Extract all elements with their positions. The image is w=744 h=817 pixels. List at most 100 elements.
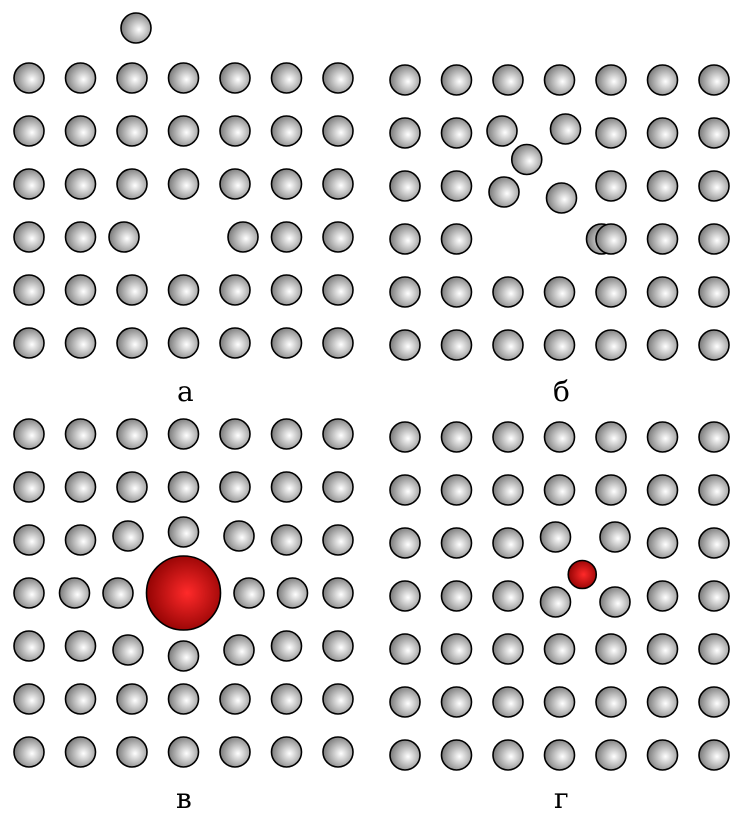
lattice-atom	[323, 525, 353, 555]
lattice-atom	[596, 118, 626, 148]
lattice-atom	[390, 277, 420, 307]
lattice-atom	[14, 222, 44, 252]
lattice-atom	[545, 634, 575, 664]
lattice-atom	[323, 472, 353, 502]
lattice-atom	[551, 114, 581, 144]
lattice-atom	[442, 224, 472, 254]
lattice-atom	[14, 631, 44, 661]
lattice-atom	[442, 330, 472, 360]
lattice-atom	[648, 171, 678, 201]
lattice-atom	[14, 472, 44, 502]
lattice-atom	[14, 737, 44, 767]
lattice-atom	[169, 275, 199, 305]
lattice-atom	[117, 328, 147, 358]
lattice-atom	[66, 169, 96, 199]
lattice-atom	[648, 687, 678, 717]
lattice-atom	[220, 169, 250, 199]
lattice-atom	[323, 63, 353, 93]
impurity-atom-large	[147, 556, 221, 630]
lattice-atom	[390, 581, 420, 611]
lattice-atom	[442, 740, 472, 770]
lattice-atom	[117, 472, 147, 502]
lattice-atom	[596, 740, 626, 770]
lattice-atom	[220, 116, 250, 146]
lattice-atom	[493, 687, 523, 717]
lattice-atom	[14, 419, 44, 449]
lattice-atom	[272, 275, 302, 305]
lattice-atom	[648, 528, 678, 558]
lattice-atom	[66, 737, 96, 767]
lattice-atom	[228, 222, 258, 252]
lattice-atom	[545, 687, 575, 717]
lattice-atom	[66, 328, 96, 358]
lattice-atom	[390, 634, 420, 664]
lattice-atom	[699, 634, 729, 664]
lattice-atom	[323, 578, 353, 608]
lattice-atom	[117, 419, 147, 449]
lattice-atom	[493, 528, 523, 558]
lattice-atom	[169, 116, 199, 146]
lattice-atom	[493, 330, 523, 360]
lattice-atom	[493, 65, 523, 95]
lattice-atom	[103, 578, 133, 608]
lattice-atom	[545, 740, 575, 770]
lattice-atom	[699, 118, 729, 148]
surface-atom	[121, 13, 151, 43]
lattice-atom	[489, 177, 519, 207]
lattice-atom	[545, 422, 575, 452]
lattice-atom	[547, 183, 577, 213]
lattice-atom	[390, 528, 420, 558]
lattice-atom	[648, 422, 678, 452]
lattice-atom	[596, 277, 626, 307]
lattice-atom	[117, 275, 147, 305]
lattice-atom	[442, 171, 472, 201]
lattice-atom	[278, 578, 308, 608]
lattice-atom	[224, 635, 254, 665]
lattice-atom	[442, 422, 472, 452]
panel-label-a: а	[177, 378, 194, 406]
lattice-atom	[596, 330, 626, 360]
lattice-atom	[596, 422, 626, 452]
lattice-atom	[272, 631, 302, 661]
lattice-atom	[169, 737, 199, 767]
lattice-atom	[699, 330, 729, 360]
lattice-atom	[234, 578, 264, 608]
lattice-atom	[648, 224, 678, 254]
lattice-atom	[699, 687, 729, 717]
lattice-atom	[493, 740, 523, 770]
lattice-atom	[390, 687, 420, 717]
lattice-atom	[14, 116, 44, 146]
lattice-atom	[60, 578, 90, 608]
lattice-atom	[272, 116, 302, 146]
lattice-atom	[648, 118, 678, 148]
lattice-atom	[390, 740, 420, 770]
lattice-atom	[66, 631, 96, 661]
lattice-atom	[596, 634, 626, 664]
lattice-atom	[699, 740, 729, 770]
lattice-atom	[442, 65, 472, 95]
lattice-atom	[14, 525, 44, 555]
lattice-atom	[493, 581, 523, 611]
lattice-atom	[648, 65, 678, 95]
lattice-atom	[596, 687, 626, 717]
lattice-atom	[596, 65, 626, 95]
lattice-atom	[648, 277, 678, 307]
lattice-atom	[169, 641, 199, 671]
lattice-atom	[220, 275, 250, 305]
lattice-atom	[600, 522, 630, 552]
lattice-atom	[323, 684, 353, 714]
lattice-atom	[14, 684, 44, 714]
lattice-atom	[272, 328, 302, 358]
lattice-atom	[169, 419, 199, 449]
lattice-atom	[487, 116, 517, 146]
lattice-atom	[699, 277, 729, 307]
lattice-atom	[272, 684, 302, 714]
lattice-atom	[272, 419, 302, 449]
lattice-atom	[442, 528, 472, 558]
lattice-atom	[648, 475, 678, 505]
panel-label-v: в	[176, 785, 192, 813]
lattice-atom	[390, 65, 420, 95]
lattice-atom	[648, 330, 678, 360]
lattice-atom	[648, 740, 678, 770]
